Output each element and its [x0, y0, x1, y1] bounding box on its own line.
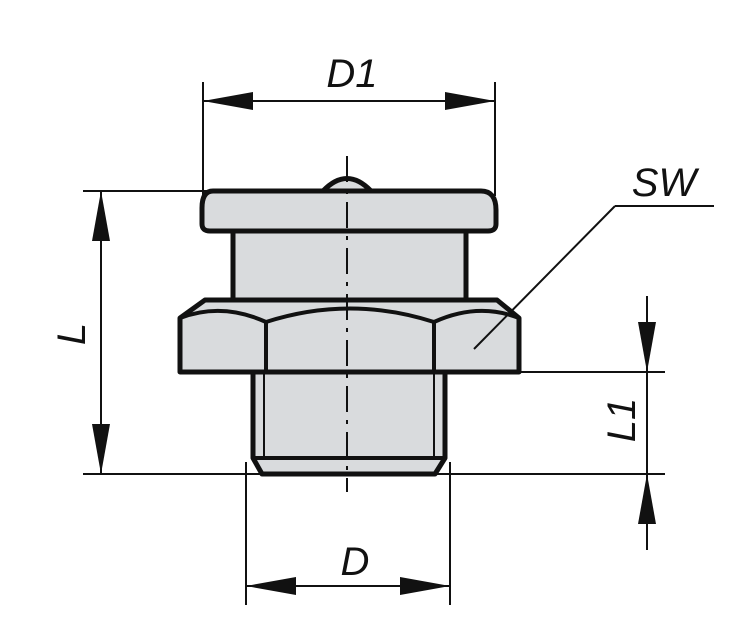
- hex-face-lines: [179, 306, 520, 372]
- grease-nipple-part: [177, 176, 522, 477]
- l1-label: L1: [600, 398, 644, 443]
- d-label: D: [341, 540, 370, 584]
- dimension-l: L: [50, 190, 665, 475]
- l-arrow-top: [92, 191, 110, 241]
- dimension-d1: D1: [202, 52, 496, 196]
- sw-label: SW: [632, 161, 700, 205]
- d1-arrow-right: [445, 92, 495, 110]
- dimension-l1: L1: [519, 296, 665, 550]
- l-arrow-bottom: [92, 424, 110, 474]
- d1-arrow-left: [203, 92, 253, 110]
- d1-label: D1: [326, 52, 377, 96]
- l-label: L: [50, 323, 94, 345]
- l1-arrow-top: [638, 322, 656, 372]
- dimension-d: D: [245, 462, 451, 605]
- d-arrow-left: [246, 577, 296, 595]
- sw-leader-line: [473, 205, 616, 350]
- sw-leader: SW: [473, 161, 714, 350]
- head-cap: [199, 188, 499, 234]
- d-arrow-right: [400, 577, 450, 595]
- l1-arrow-bottom: [638, 474, 656, 524]
- neck: [230, 225, 469, 303]
